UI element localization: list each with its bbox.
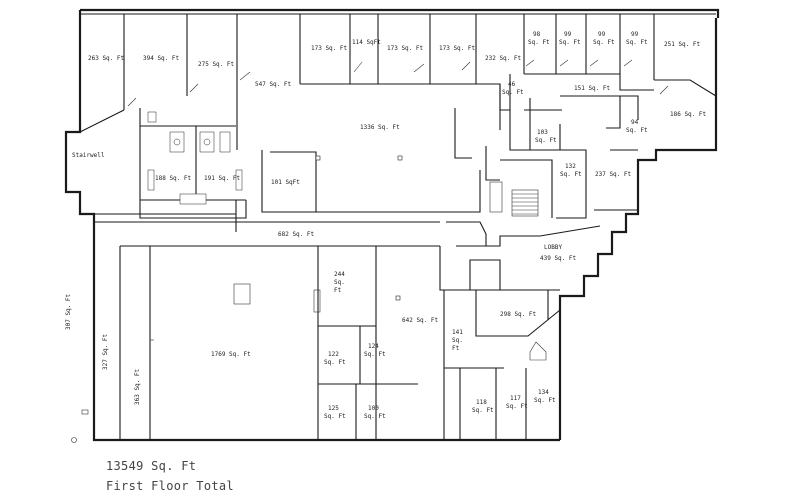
room-173c-label: 173 Sq. Ft [439, 45, 476, 52]
marks [71, 409, 89, 443]
room-275-label: 275 Sq. Ft [198, 61, 235, 68]
core-walls [94, 84, 510, 232]
room-188-label: 188 Sq. Ft [155, 175, 192, 182]
restroom-fixtures [147, 111, 243, 205]
room-101-label: 101 SqFt [271, 179, 300, 186]
room-1336-label: 1336 Sq. Ft [360, 124, 400, 131]
room-547-label: 547 Sq. Ft [255, 81, 292, 88]
room-682-label: 682 Sq. Ft [278, 231, 315, 238]
lobby-label: LOBBY [544, 244, 562, 251]
room-114-label: 114 SqFt [352, 39, 381, 46]
corridor-walls [119, 221, 601, 440]
room-173b-label: 173 Sq. Ft [387, 45, 424, 52]
room-642-label: 642 Sq. Ft [402, 317, 439, 324]
room-186-label: 186 Sq. Ft [670, 111, 707, 118]
room-237-label: 237 Sq. Ft [595, 171, 632, 178]
stairs [489, 181, 539, 217]
door-arcs [127, 59, 669, 107]
room-labels: 263 Sq. Ft 394 Sq. Ft 275 Sq. Ft 547 Sq.… [65, 31, 707, 420]
outlets [315, 155, 403, 301]
lower-walls [150, 246, 561, 440]
room-232-label: 232 Sq. Ft [485, 55, 522, 62]
room-439-label: 439 Sq. Ft [540, 255, 577, 262]
room-173a-label: 173 Sq. Ft [311, 45, 348, 52]
top-row-walls [79, 14, 717, 150]
room-363-label: 363 Sq. Ft [134, 368, 141, 405]
room-151-label: 151 Sq. Ft [574, 85, 611, 92]
room-1769-label: 1769 Sq. Ft [211, 351, 251, 358]
room-263-label: 263 Sq. Ft [88, 55, 125, 62]
stairwell-label: Stairwell [72, 152, 105, 159]
room-251-label: 251 Sq. Ft [664, 41, 701, 48]
floor-total-area: 13549 Sq. Ft [106, 459, 197, 473]
room-191a-label: 191 Sq. Ft [204, 175, 241, 182]
right-walls [500, 74, 639, 219]
room-307-label: 307 Sq. Ft [65, 293, 72, 330]
floor-plan: 263 Sq. Ft 394 Sq. Ft 275 Sq. Ft 547 Sq.… [64, 8, 720, 443]
room-327-label: 327 Sq. Ft [102, 333, 109, 370]
room-298-label: 298 Sq. Ft [500, 311, 537, 318]
outer-walls [64, 8, 720, 442]
room-394-label: 394 Sq. Ft [143, 55, 180, 62]
floor-total-label: First Floor Total [106, 479, 234, 493]
